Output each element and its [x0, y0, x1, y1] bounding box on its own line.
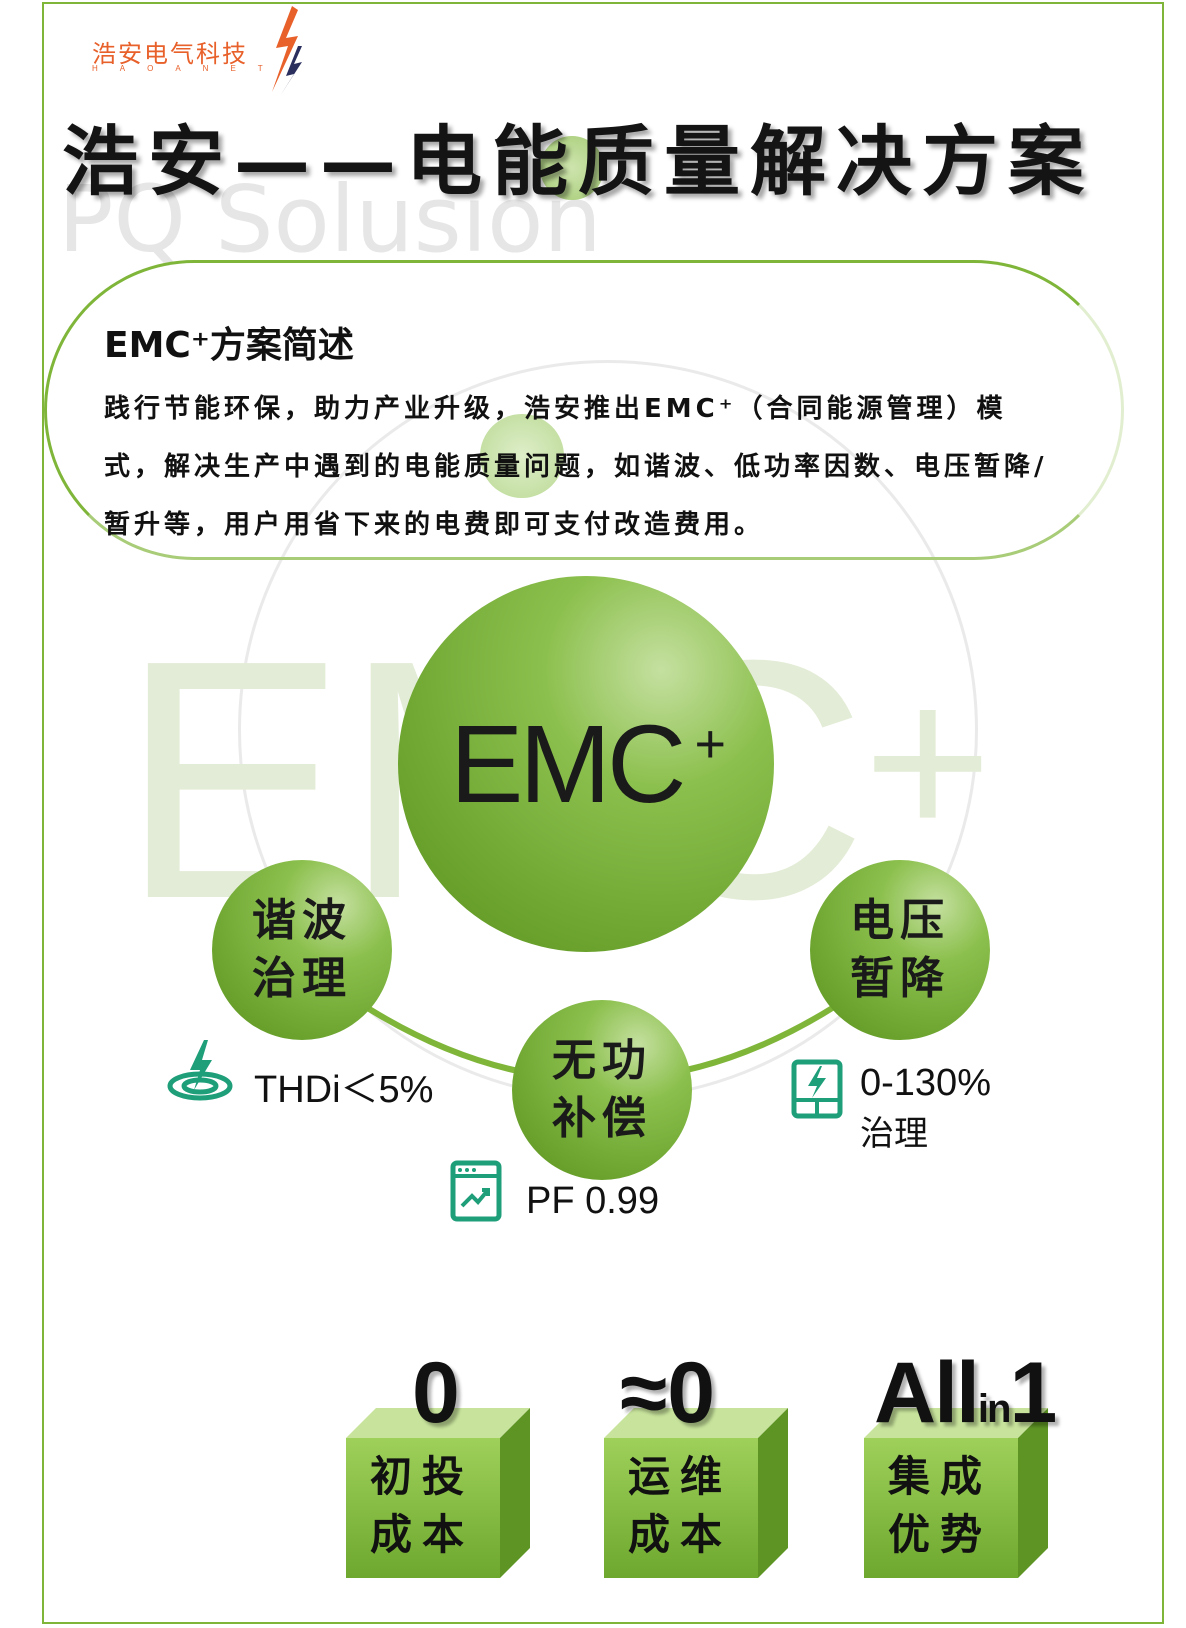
benefit-label-1: 初投成本 — [370, 1452, 475, 1559]
page-frame — [42, 2, 1164, 1624]
harmonic-metric: THDi＜5% — [254, 1069, 434, 1111]
page-title: 浩安——电能质量解决方案 — [62, 117, 1094, 206]
benefit-label-3: 集成优势 — [888, 1452, 993, 1559]
benefit-cube-1 — [346, 1408, 530, 1578]
trend-chart-icon — [450, 1160, 502, 1222]
emc-center-sup: + — [694, 713, 725, 774]
benefit-cube-3 — [864, 1408, 1048, 1578]
emc-center-circle: EMC+ — [398, 576, 774, 952]
decorative-dot — [540, 136, 604, 200]
summary-panel — [44, 260, 1124, 560]
harmonic-title-line1: 谐波 — [252, 895, 352, 946]
harmonic-bolt-icon — [167, 1040, 233, 1101]
subtitle-watermark: PQ Solusion — [58, 166, 602, 273]
company-logo-letters: HAOANET — [92, 64, 285, 73]
battery-bolt-icon — [791, 1059, 843, 1119]
emc-center-label: EMC — [450, 702, 686, 826]
benefit-value-3: Allin1 — [874, 1345, 1057, 1441]
voltage-circle: 电压暂降 — [810, 860, 990, 1040]
voltage-metric-line1: 0-130% — [860, 1062, 991, 1104]
benefit-value-1: 0 — [412, 1345, 460, 1441]
benefit-value-2: ≈0 — [620, 1345, 716, 1441]
summary-body: 践行节能环保，助力产业升级，浩安推出EMC⁺（合同能源管理）模式，解决生产中遇到… — [104, 394, 1048, 540]
decorative-dot — [480, 414, 564, 498]
reactive-metric: PF 0.99 — [526, 1180, 660, 1222]
lightning-logo-icon — [272, 6, 302, 96]
summary-heading: EMC⁺方案简述 — [104, 325, 354, 366]
reactive-circle: 无功补偿 — [512, 1000, 692, 1180]
benefit-cube-2 — [604, 1408, 788, 1578]
reactive-title-line1: 无功 — [552, 1035, 652, 1086]
benefit-label-2: 运维成本 — [628, 1452, 733, 1559]
harmonic-title-line2: 治理 — [252, 953, 352, 1004]
company-logo-text: 浩安电气科技 — [92, 40, 248, 68]
voltage-title-line2: 暂降 — [850, 953, 950, 1004]
reactive-title-line2: 补偿 — [552, 1093, 652, 1144]
voltage-title-line1: 电压 — [850, 895, 950, 946]
voltage-metric-line2: 治理 — [860, 1114, 928, 1154]
harmonic-circle: 谐波治理 — [212, 860, 392, 1040]
